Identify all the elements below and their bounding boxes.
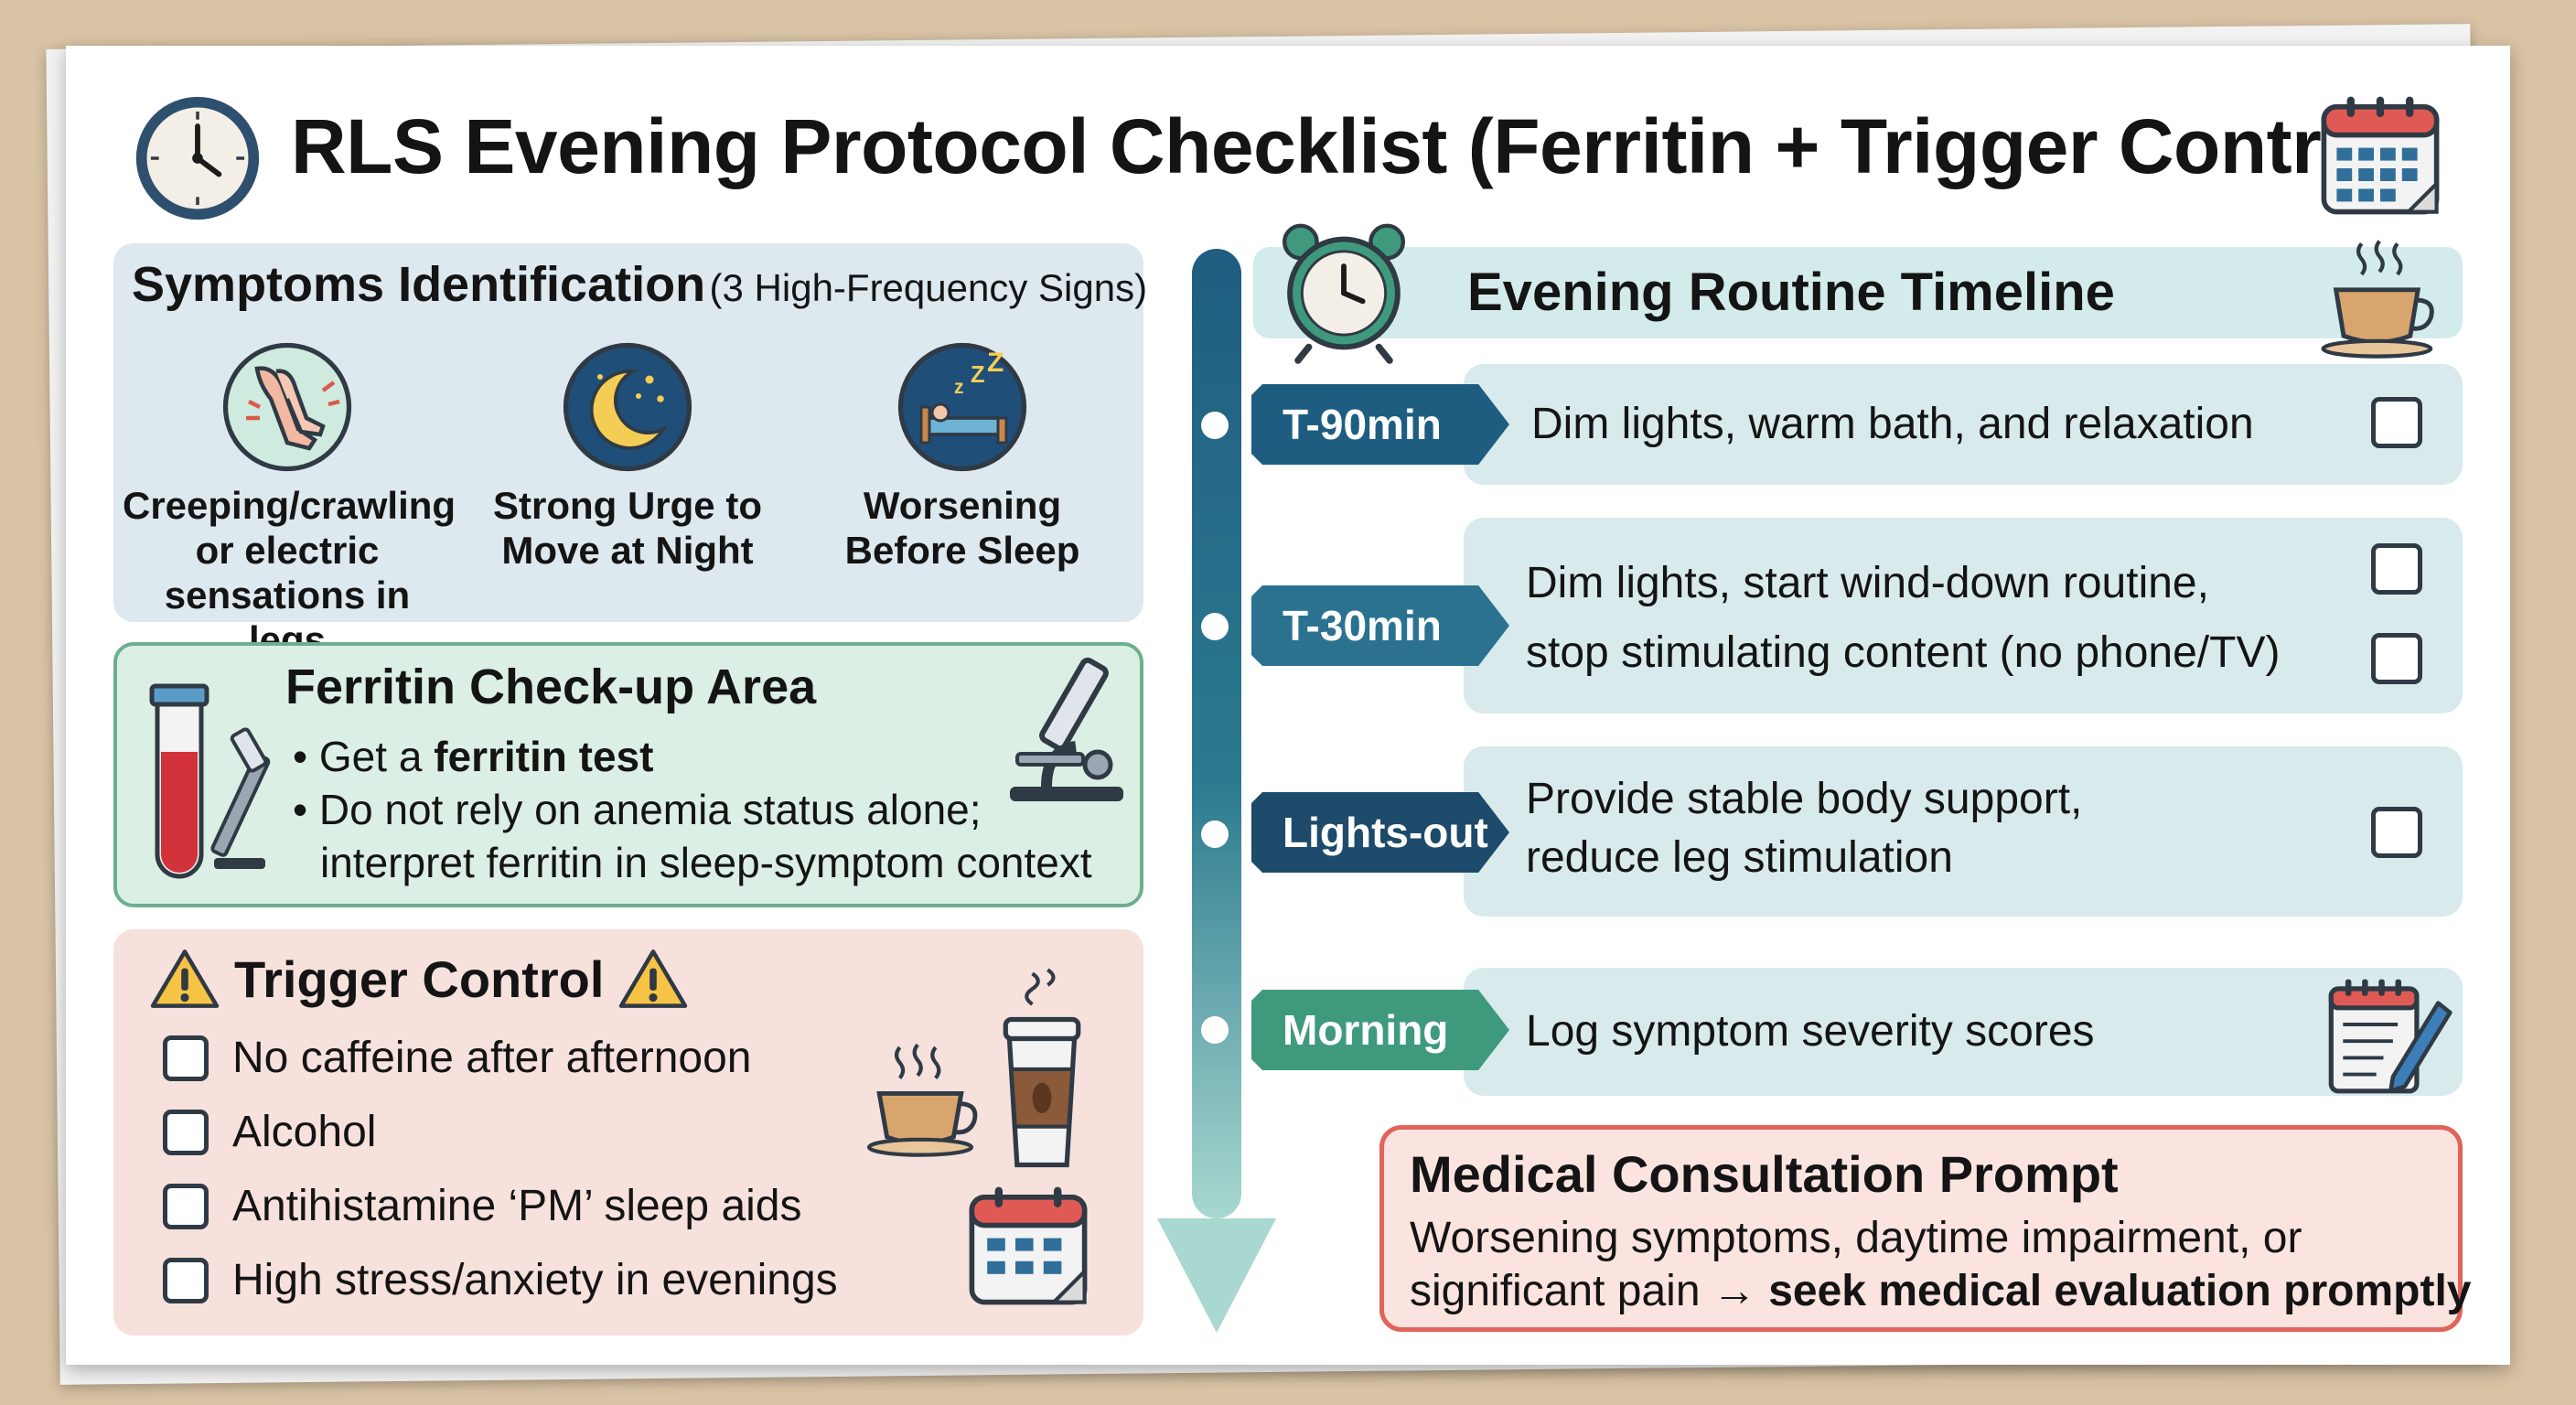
legs-icon [222,342,352,472]
trigger-item[interactable]: No caffeine after afternoon [163,1021,838,1095]
trigger-item-label: High stress/anxiety in evenings [232,1256,838,1304]
stage-t30-box: Dim lights, start wind-down routine, sto… [1464,518,2463,713]
symptoms-subtitle: (3 High-Frequency Signs) [709,266,1148,309]
medical-title: Medical Consultation Prompt [1410,1145,2119,1203]
ferritin-panel: Ferritin Check-up Area • Get a ferritin … [113,642,1143,907]
svg-text:Z: Z [971,362,985,388]
stage-t30-label: T-30min [1251,585,1509,666]
ferritin-bullet-bold: ferritin test [434,733,654,780]
trigger-item-label: Alcohol [232,1108,377,1156]
svg-text:Z: Z [987,348,1004,378]
coffee-mug-icon [2321,240,2434,359]
timeline-dot [1201,613,1229,640]
stage-lightsout-box: Provide stable body support, reduce leg … [1464,746,2463,917]
medical-line-bold: seek medical evaluation promptly [1768,1267,2472,1315]
trigger-panel: Trigger Control No caffeine after aftern… [113,929,1143,1335]
trigger-checkbox[interactable] [163,1183,209,1229]
timeline-header: Evening Routine Timeline [1253,247,2463,338]
timeline-dot [1201,820,1229,848]
stage-t90-checkbox-wrap [2371,397,2422,453]
ferritin-bullet-continuation: interpret ferritin in sleep-symptom cont… [320,839,1092,886]
symptom-item: Creeping/crawling or electric sensations… [123,338,456,662]
ferritin-bullet: • Get a ferritin test [293,733,654,780]
stage-checkbox[interactable] [2371,543,2422,595]
trigger-checkbox[interactable] [163,1257,209,1303]
warning-icon [150,949,220,1008]
stage-morning-text: Log symptom severity scores [1526,1007,2095,1056]
stage-t90-box: Dim lights, warm bath, and relaxation [1464,364,2463,485]
trigger-checkbox[interactable] [163,1035,209,1081]
medical-line-text: significant pain → [1410,1267,1769,1315]
symptom-caption: Creeping/crawling or electric sensations… [123,484,456,661]
sleeping-bed-icon: z Z Z [897,342,1027,472]
stage-t30-checkbox-wrap [2371,543,2422,599]
stage-checkbox[interactable] [2371,397,2422,448]
symptoms-title: Symptoms Identification [132,257,706,312]
blood-tube-microscope-icon [149,683,271,879]
timeline-dot [1201,412,1229,439]
stage-lightsout-label: Lights-out [1251,792,1509,873]
stage-morning-label: Morning [1251,990,1509,1070]
ferritin-bullet-text: Do not rely on anemia status alone; [318,786,982,833]
moon-icon [563,342,692,472]
stage-morning-box: Log symptom severity scores [1464,968,2463,1096]
stage-t90-text: Dim lights, warm bath, and relaxation [1531,400,2254,448]
medical-consultation-box: Medical Consultation Prompt Worsening sy… [1379,1125,2471,1332]
trigger-title: Trigger Control [234,949,605,1008]
trigger-item[interactable]: Antihistamine ‘PM’ sleep aids [163,1169,838,1243]
timeline-title: Evening Routine Timeline [1467,263,2115,322]
warning-icon [619,949,688,1008]
stage-checkbox[interactable] [2371,807,2422,858]
coffee-mug-icon [866,1043,978,1157]
symptoms-heading: Symptoms Identification (3 High-Frequenc… [132,256,1147,313]
stage-checkbox[interactable] [2371,633,2422,684]
stage-lightsout-checkbox-wrap [2371,807,2422,863]
ferritin-title: Ferritin Check-up Area [285,660,817,714]
trigger-checkbox[interactable] [163,1109,209,1155]
timeline-dot [1201,1016,1229,1044]
symptom-caption: Worsening Before Sleep [844,484,1080,572]
trigger-item-label: Antihistamine ‘PM’ sleep aids [232,1182,802,1230]
trigger-item[interactable]: High stress/anxiety in evenings [163,1243,838,1317]
symptom-caption: Strong Urge to Move at Night [493,484,762,572]
symptom-item: z Z Z Worsening Before Sleep [798,338,1127,573]
timeline-arrow [1157,249,1276,1333]
medical-line: significant pain → seek medical evaluati… [1410,1265,2471,1318]
stage-lightsout-text: Provide stable body support, reduce leg … [1526,775,2083,882]
stage-t90-label: T-90min [1251,384,1509,465]
trigger-heading: Trigger Control [150,942,688,1015]
medical-body: Worsening symptoms, daytime impairment, … [1410,1212,2471,1318]
calendar-icon [2321,96,2440,215]
page-title: RLS Evening Protocol Checklist (Ferritin… [291,103,2414,189]
microscope-icon [1010,657,1123,801]
symptom-item: Strong Urge to Move at Night [463,338,792,573]
notepad-pencil-icon [2328,979,2453,1094]
stage-t30-checkbox-wrap [2371,633,2422,689]
calendar-icon [969,1186,1088,1305]
ferritin-bullets: • Get a ferritin test • Do not rely on a… [293,730,1092,889]
alarm-clock-icon [1282,223,1406,364]
trigger-item[interactable]: Alcohol [163,1095,838,1169]
symptoms-panel: Symptoms Identification (3 High-Frequenc… [113,243,1147,661]
svg-text:z: z [954,377,964,398]
ferritin-bullet-text: Get a [318,733,435,780]
trigger-item-label: No caffeine after afternoon [232,1034,752,1082]
ferritin-bullet: • Do not rely on anemia status alone;int… [293,783,1092,889]
clock-icon [135,96,260,220]
medical-line: Worsening symptoms, daytime impairment, … [1410,1214,2302,1262]
coffee-cup-icon [1003,968,1081,1168]
stage-t30-text: Dim lights, start wind-down routine, sto… [1526,559,2281,677]
trigger-list: No caffeine after afternoon Alcohol Anti… [163,1021,838,1317]
